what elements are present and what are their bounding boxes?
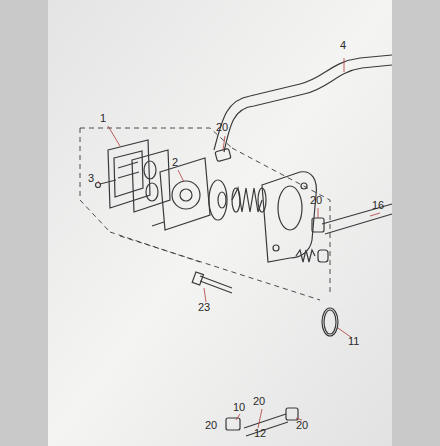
callout-number: 3 — [88, 173, 94, 184]
callout-number: 12 — [254, 428, 266, 439]
callout-number: 4 — [340, 40, 346, 51]
callout-number: 1 — [100, 113, 106, 124]
callout-number: 20 — [253, 396, 265, 407]
callout-number: 2 — [172, 157, 178, 168]
callout-number: 10 — [233, 402, 245, 413]
callout-number: 16 — [372, 200, 384, 211]
callout-number: 23 — [198, 302, 210, 313]
callout-number: 20 — [205, 420, 217, 431]
callout-number: 20 — [296, 420, 308, 431]
callout-number: 11 — [348, 336, 359, 347]
callout-number: 20 — [310, 195, 322, 206]
callout-number: 20 — [216, 122, 228, 133]
